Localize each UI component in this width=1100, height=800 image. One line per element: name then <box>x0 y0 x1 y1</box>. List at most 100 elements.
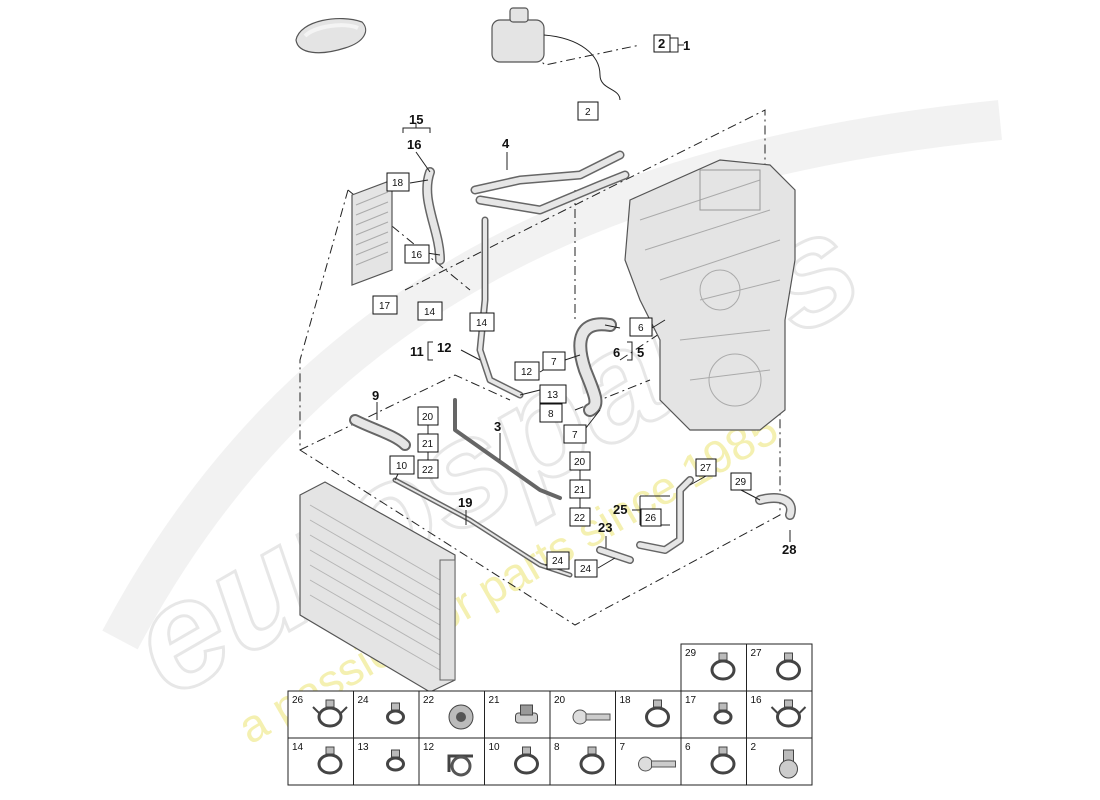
spring-clamp-icon <box>312 699 348 728</box>
index-cell-20[interactable]: 20 <box>549 690 616 739</box>
index-cell-6[interactable]: 6 <box>680 737 747 786</box>
callout-6[interactable]: 6 <box>613 345 620 360</box>
callout-12-bracket[interactable]: 12 <box>437 340 451 355</box>
callout-5[interactable]: 5 <box>637 345 644 360</box>
index-cell-13[interactable]: 13 <box>353 737 420 786</box>
callout-17[interactable]: 17 <box>372 295 398 315</box>
connector-icon <box>779 749 798 779</box>
callout-28[interactable]: 28 <box>782 542 796 557</box>
svg-text:11: 11 <box>410 344 424 359</box>
svg-text:5: 5 <box>637 345 644 360</box>
svg-text:25: 25 <box>613 502 627 517</box>
main-radiator-part <box>299 481 456 693</box>
index-cell-27[interactable]: 27 <box>746 643 813 692</box>
callout-1[interactable]: 1 <box>683 38 690 53</box>
svg-text:18: 18 <box>392 178 404 189</box>
callout-22-right[interactable]: 22 <box>569 507 591 527</box>
index-cell-18[interactable]: 18 <box>615 690 682 739</box>
index-cell-16[interactable]: 16 <box>746 690 813 739</box>
engine-cover-part <box>295 17 367 54</box>
index-cell-29[interactable]: 29 <box>680 643 747 692</box>
hose-clamp-icon <box>776 652 801 681</box>
index-cell-10[interactable]: 10 <box>484 737 551 786</box>
svg-text:16: 16 <box>407 137 421 152</box>
svg-text:16: 16 <box>411 250 423 261</box>
index-cell-number: 24 <box>358 695 370 706</box>
index-cell-number: 22 <box>423 695 435 706</box>
svg-text:7: 7 <box>572 430 578 441</box>
svg-text:28: 28 <box>782 542 796 557</box>
svg-text:19: 19 <box>458 495 472 510</box>
callout-10[interactable]: 10 <box>389 455 415 475</box>
hose-clamp-icon <box>645 699 670 728</box>
index-cell-26[interactable]: 26 <box>287 690 354 739</box>
index-cell-number: 7 <box>620 742 626 753</box>
callout-29[interactable]: 29 <box>730 472 752 491</box>
index-cell-number: 17 <box>685 695 697 706</box>
callout-27[interactable]: 27 <box>695 458 717 477</box>
svg-text:24: 24 <box>552 556 564 567</box>
callout-20-left[interactable]: 20 <box>417 406 439 426</box>
bolt-icon <box>572 709 611 725</box>
small-clamp-icon <box>386 702 405 725</box>
index-cell-17[interactable]: 17 <box>680 690 747 739</box>
svg-text:10: 10 <box>396 461 408 472</box>
callout-19[interactable]: 19 <box>458 495 472 510</box>
callout-24-left[interactable]: 24 <box>546 551 570 570</box>
svg-text:8: 8 <box>548 409 554 420</box>
callout-21-right[interactable]: 21 <box>569 479 591 499</box>
callout-6-box[interactable]: 6 <box>629 317 653 337</box>
index-cell-number: 29 <box>685 648 697 659</box>
callout-20-right[interactable]: 20 <box>569 451 591 471</box>
callout-26[interactable]: 26 <box>640 508 662 527</box>
callout-23[interactable]: 23 <box>598 520 612 535</box>
svg-text:15: 15 <box>409 112 423 127</box>
callout-7[interactable]: 7 <box>542 351 566 371</box>
svg-text:22: 22 <box>422 465 434 476</box>
index-cell-7[interactable]: 7 <box>615 737 682 786</box>
callout-8[interactable]: 8 <box>539 403 563 423</box>
callout-22-left[interactable]: 22 <box>417 459 439 479</box>
callout-16-bracket[interactable]: 16 <box>407 137 421 152</box>
callout-24-right[interactable]: 24 <box>574 559 598 578</box>
index-cell-number: 21 <box>489 695 501 706</box>
svg-text:20: 20 <box>422 412 434 423</box>
index-cell-12[interactable]: 12 <box>418 737 485 786</box>
index-cell-2[interactable]: 2 <box>746 737 813 786</box>
svg-text:24: 24 <box>580 564 592 575</box>
callout-12[interactable]: 12 <box>514 361 540 381</box>
callout-7-lower[interactable]: 7 <box>563 424 587 444</box>
callout-11[interactable]: 11 <box>410 344 424 359</box>
index-cell-number: 10 <box>489 742 501 753</box>
svg-text:9: 9 <box>372 388 379 403</box>
callout-3[interactable]: 3 <box>494 419 501 434</box>
callout-25[interactable]: 25 <box>613 502 627 517</box>
callout-2[interactable]: 2 <box>577 101 599 121</box>
callout-2-top[interactable]: 2 <box>653 34 671 53</box>
index-cell-8[interactable]: 8 <box>549 737 616 786</box>
svg-text:27: 27 <box>700 463 712 474</box>
callout-18[interactable]: 18 <box>386 172 410 192</box>
hose-clamp-icon <box>317 746 343 775</box>
index-cell-24[interactable]: 24 <box>353 690 420 739</box>
callout-9[interactable]: 9 <box>372 388 379 403</box>
index-cell-14[interactable]: 14 <box>287 737 354 786</box>
svg-text:29: 29 <box>735 477 747 488</box>
callout-4[interactable]: 4 <box>502 136 510 151</box>
svg-text:22: 22 <box>574 513 586 524</box>
svg-text:17: 17 <box>379 301 391 312</box>
index-cell-21[interactable]: 21 <box>484 690 551 739</box>
hose-clamp-icon <box>710 652 736 681</box>
svg-text:23: 23 <box>598 520 612 535</box>
index-cell-22[interactable]: 22 <box>418 690 485 739</box>
callout-14-filled[interactable]: 14 <box>469 312 495 332</box>
callout-14[interactable]: 14 <box>417 301 443 321</box>
spring-clamp-icon <box>770 699 807 728</box>
svg-text:26: 26 <box>645 513 657 524</box>
callout-15[interactable]: 15 <box>409 112 423 127</box>
callout-21-left[interactable]: 21 <box>417 433 439 453</box>
callout-16[interactable]: 16 <box>404 244 430 264</box>
callout-13[interactable]: 13 <box>539 384 567 404</box>
svg-text:14: 14 <box>424 307 436 318</box>
